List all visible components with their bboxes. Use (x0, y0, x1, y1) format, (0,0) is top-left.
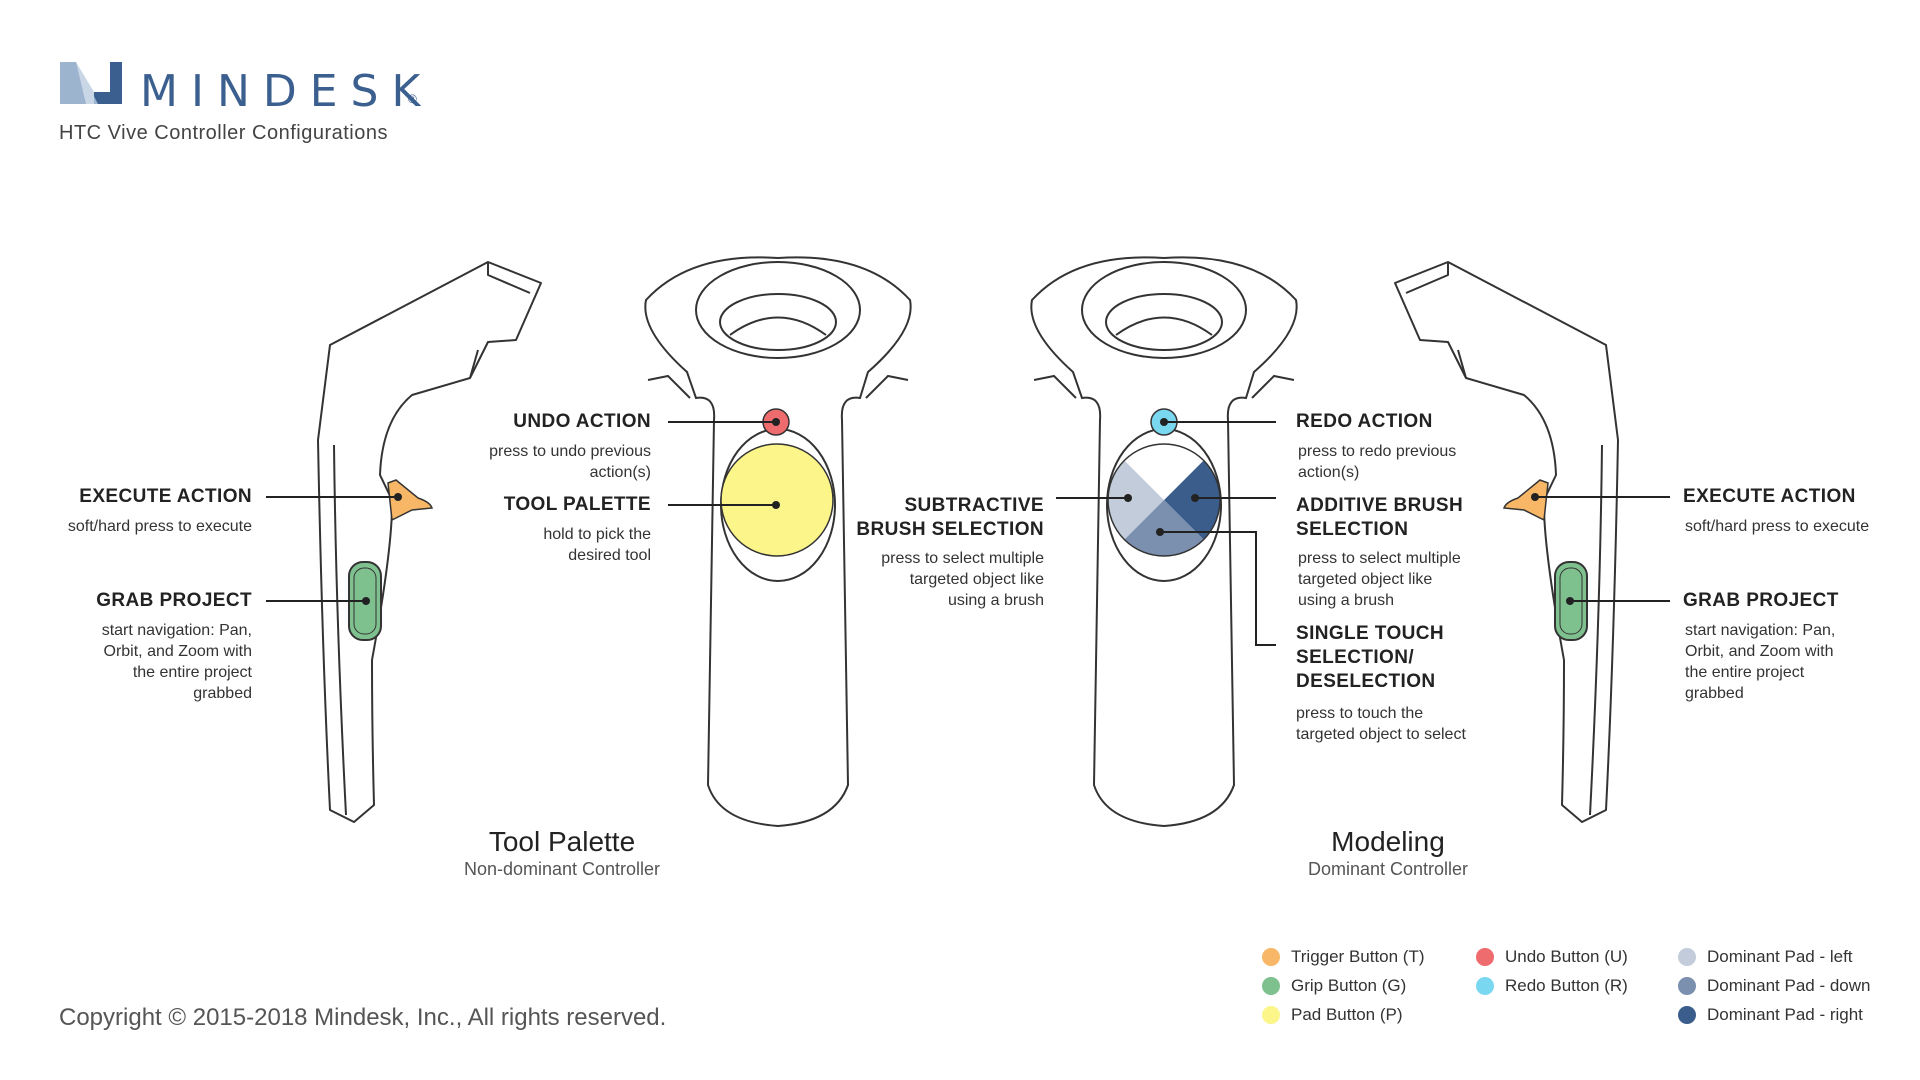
grab-right-desc: start navigation: Pan,Orbit, and Zoom wi… (1685, 622, 1836, 702)
section-right-title: Modeling (1331, 826, 1445, 857)
legend-item-pad-down: Dominant Pad - down (1678, 976, 1870, 996)
trigger-dot-icon (1262, 948, 1280, 966)
right-side-controller (1394, 261, 1619, 823)
pad-button-icon (720, 443, 834, 557)
undo-dot-icon (1476, 948, 1494, 966)
legend-item-grip: Grip Button (G) (1262, 976, 1406, 996)
section-left-subtitle: Non-dominant Controller (463, 859, 661, 879)
mindesk-logo-icon (60, 62, 122, 104)
tool-palette-title: TOOL PALETTE (503, 494, 651, 515)
callout-dots (362, 418, 1574, 605)
legend-item-redo: Redo Button (R) (1476, 976, 1628, 996)
callout-lines (266, 421, 1670, 646)
execute-right-desc: soft/hard press to execute (1685, 518, 1870, 535)
section-right-subtitle: Dominant Controller (1307, 859, 1469, 879)
trigger-button-right-icon (1502, 479, 1549, 522)
execute-left-desc: soft/hard press to execute (67, 518, 252, 535)
copyright-notice: Copyright © 2015-2018 Mindesk, Inc., All… (59, 1004, 667, 1031)
grip-dot-icon (1262, 977, 1280, 995)
left-side-controller (317, 261, 542, 823)
grab-left-desc: start navigation: Pan,Orbit, and Zoom wi… (101, 622, 252, 702)
section-left-title: Tool Palette (488, 826, 636, 857)
legend-item-undo: Undo Button (U) (1476, 947, 1628, 967)
execute-left-title: EXECUTE ACTION (79, 486, 252, 507)
legend-item-pad-left: Dominant Pad - left (1678, 947, 1853, 967)
pad-left-dot-icon (1678, 948, 1696, 966)
execute-right-title: EXECUTE ACTION (1683, 486, 1856, 507)
page-subtitle: HTC Vive Controller Configurations (59, 122, 388, 144)
redo-title: REDO ACTION (1296, 411, 1433, 432)
registered-mark: ® (408, 92, 417, 106)
grab-right-title: GRAB PROJECT (1683, 590, 1839, 611)
brand-name: MINDESK (140, 66, 434, 117)
pad-dot-icon (1262, 1006, 1280, 1024)
pad-down-dot-icon (1678, 977, 1696, 995)
redo-dot-icon (1476, 977, 1494, 995)
legend-item-trigger: Trigger Button (T) (1262, 947, 1425, 967)
trigger-button-left-icon (387, 479, 434, 522)
legend-item-pad: Pad Button (P) (1262, 1005, 1403, 1025)
pad-right-dot-icon (1678, 1006, 1696, 1024)
legend-item-pad-right: Dominant Pad - right (1678, 1005, 1863, 1025)
grab-left-title: GRAB PROJECT (96, 590, 252, 611)
undo-title: UNDO ACTION (513, 411, 651, 432)
